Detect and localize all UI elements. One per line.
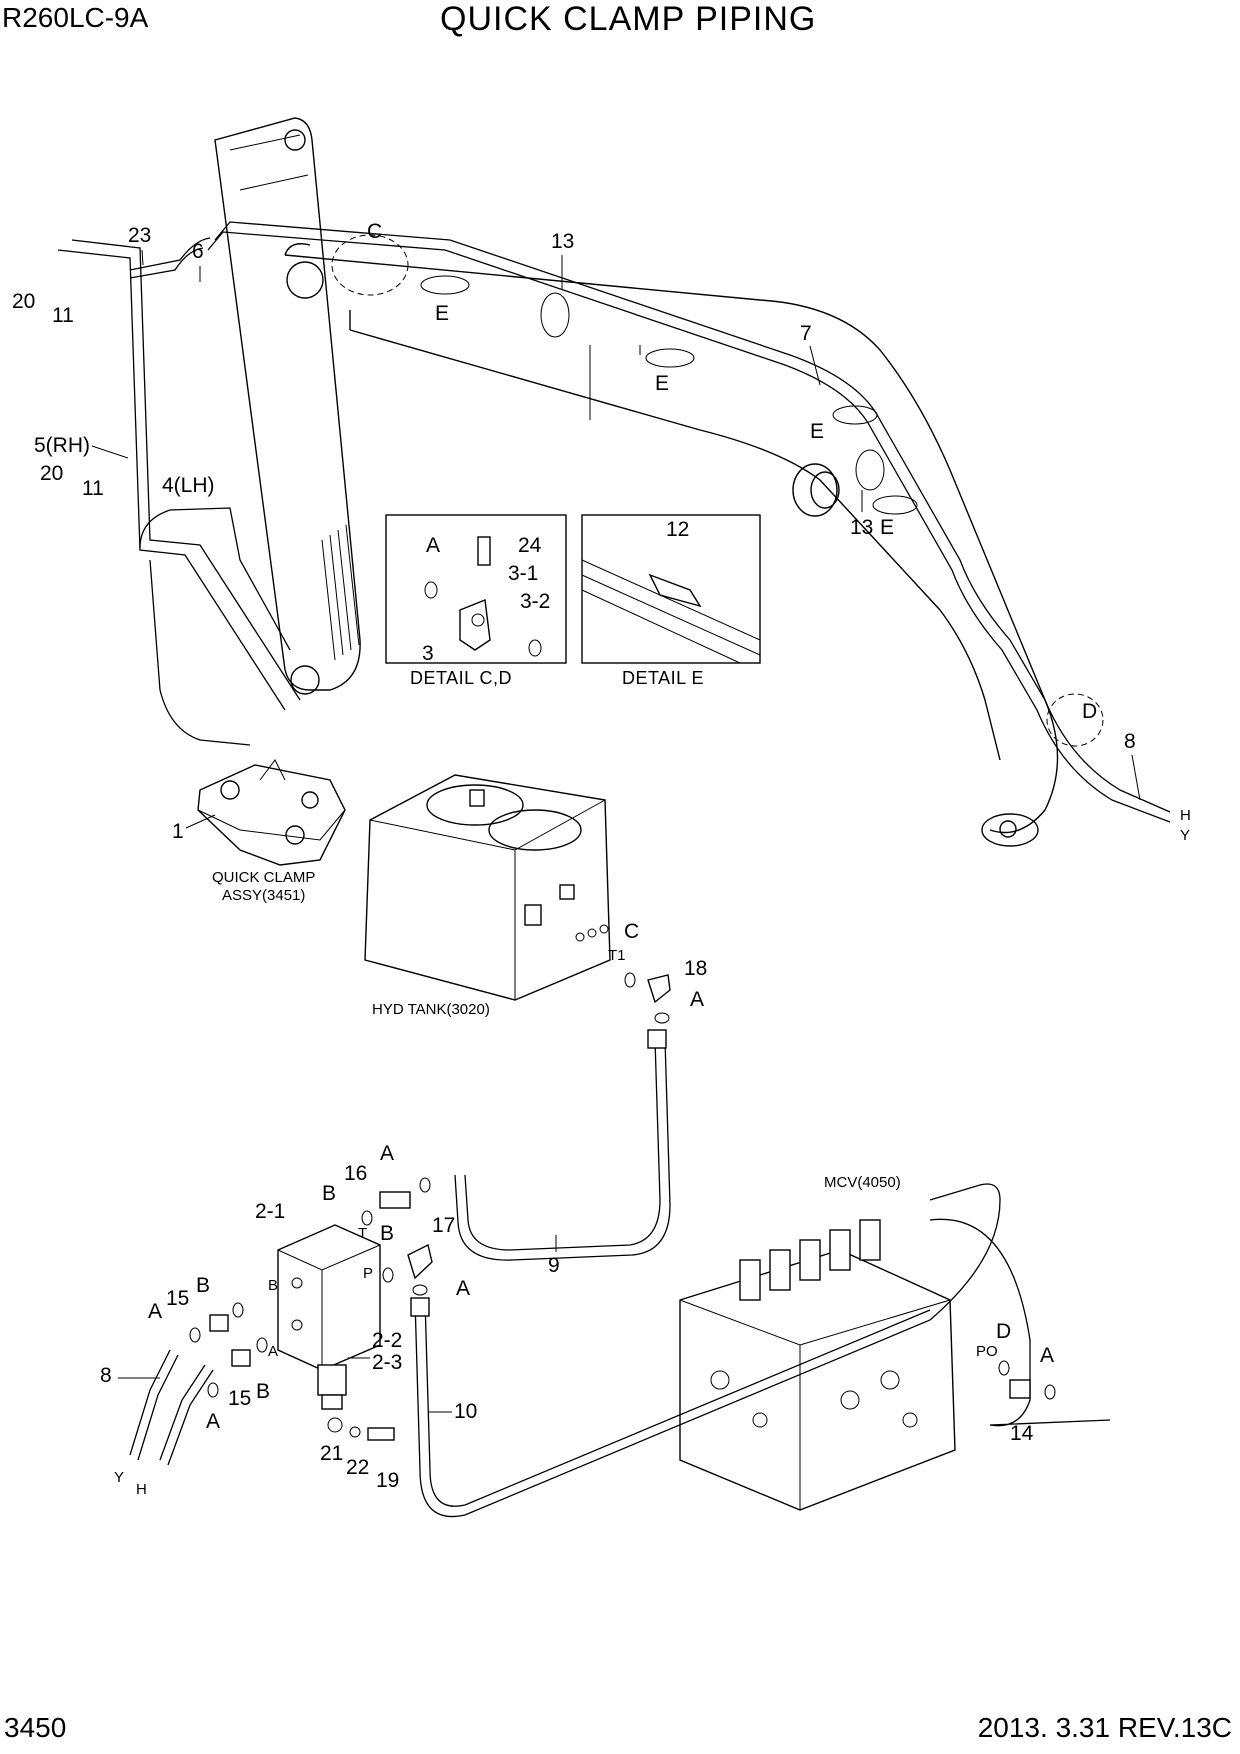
main-control-valve [679, 1219, 956, 1511]
callout-y: Y [1180, 827, 1190, 844]
callout-13b: 13 [850, 516, 873, 539]
valve-callout-a2: A [456, 1277, 470, 1300]
valve-callout-9: 9 [548, 1254, 560, 1277]
valve-hose-y: Y [114, 1469, 124, 1486]
callout-13a: 13 [551, 230, 574, 253]
detail-e-label-12: 12 [666, 518, 689, 541]
tank-callout-c: C [624, 920, 639, 943]
callout-20b: 20 [40, 462, 63, 485]
valve-port-p: P [363, 1265, 373, 1282]
detail-cd-label-24: 24 [518, 534, 542, 557]
valve-callout-b2: B [380, 1222, 394, 1245]
valve-callout-16: 16 [344, 1162, 367, 1185]
valve-callout-a1: A [380, 1142, 394, 1165]
callout-d: D [1082, 700, 1097, 723]
page-title: QUICK CLAMP PIPING [440, 0, 817, 38]
detail-cd-label-3: 3 [422, 642, 434, 665]
quick-clamp-valve [277, 1224, 381, 1410]
valve-callout-2-3: 2-3 [372, 1351, 402, 1374]
tank-callout-18: 18 [684, 957, 707, 980]
quick-clamp-assy [197, 759, 346, 866]
detail-cd-label-3-1: 3-1 [508, 562, 538, 585]
quick-clamp-label-1: QUICK CLAMP [212, 869, 315, 886]
callout-20a: 20 [12, 290, 35, 313]
valve-callout-10: 10 [454, 1400, 477, 1423]
callout-e4: E [880, 516, 894, 539]
callout-e3: E [810, 420, 824, 443]
revision-date: 2013. 3.31 REV.13C [977, 1712, 1232, 1743]
mcv-port-po: PO [976, 1343, 998, 1360]
valve-callout-22: 22 [346, 1456, 369, 1479]
tank-callout-a: A [690, 988, 704, 1011]
callout-23: 23 [128, 224, 151, 247]
hyd-tank-label: HYD TANK(3020) [372, 1001, 490, 1018]
mcv-callouts: MCV(4050) D PO A 14 [824, 1174, 1056, 1445]
callout-1: 1 [172, 820, 184, 843]
valve-hose-h: H [136, 1481, 147, 1498]
detail-e-caption: DETAIL E [622, 668, 704, 688]
valve-port-b: B [268, 1277, 278, 1294]
valve-port-t: T [358, 1225, 367, 1242]
mcv-label: MCV(4050) [824, 1174, 901, 1191]
valve-callout-b1: B [322, 1182, 336, 1205]
detail-cd-box: A 24 3-1 3-2 3 DETAIL C,D [385, 514, 567, 688]
mcv-callout-14: 14 [1010, 1422, 1034, 1445]
callout-c: C [367, 220, 382, 243]
valve-callout-b3: B [196, 1274, 210, 1297]
callout-7: 7 [800, 322, 812, 345]
detail-e-box: 12 DETAIL E [581, 514, 761, 688]
tank-callouts: C T1 18 A [608, 920, 707, 1049]
callout-h: H [1180, 807, 1191, 824]
valve-port-a: A [268, 1343, 278, 1360]
callout-6: 6 [192, 240, 204, 263]
callout-e1: E [435, 302, 449, 325]
mcv-callout-a: A [1040, 1344, 1054, 1367]
valve-callout-8: 8 [100, 1364, 112, 1387]
valve-callout-19: 19 [376, 1469, 399, 1492]
valve-callout-21: 21 [320, 1442, 343, 1465]
quick-clamp-label-2: ASSY(3451) [222, 887, 305, 904]
callout-5rh: 5(RH) [34, 434, 90, 457]
callout-11a: 11 [52, 304, 74, 327]
mcv-callout-d: D [996, 1320, 1011, 1343]
callout-8: 8 [1124, 730, 1136, 753]
detail-cd-label-a: A [426, 534, 440, 557]
valve-callout-15b: 15 [228, 1387, 251, 1410]
valve-callout-17: 17 [432, 1214, 455, 1237]
valve-callout-a4: A [206, 1410, 220, 1433]
callout-e2: E [655, 372, 669, 395]
valve-callout-2-1: 2-1 [255, 1200, 285, 1223]
boom-callouts: 23 6 C 13 E E 7 E 13 E D 8 H Y 20 11 5(R… [12, 220, 1191, 904]
boom-assembly [57, 117, 1171, 847]
valve-callout-b4: B [256, 1380, 270, 1403]
valve-callout-a3: A [148, 1300, 162, 1323]
tank-port-t1: T1 [608, 947, 626, 964]
hydraulic-tank: HYD TANK(3020) [364, 774, 611, 1018]
page-number: 3450 [4, 1712, 67, 1743]
valve-callout-2-2: 2-2 [372, 1329, 402, 1352]
callout-11b: 11 [82, 477, 104, 500]
callout-4lh: 4(LH) [162, 474, 215, 497]
hoses [129, 1039, 1111, 1518]
valve-callouts: A 16 B T 2-1 B 17 P A 9 B B A 15 A 8 15 … [100, 1142, 560, 1498]
valve-callout-15a: 15 [166, 1287, 189, 1310]
detail-cd-caption: DETAIL C,D [410, 668, 512, 688]
detail-cd-label-3-2: 3-2 [520, 590, 550, 613]
model-number: R260LC-9A [2, 2, 149, 33]
